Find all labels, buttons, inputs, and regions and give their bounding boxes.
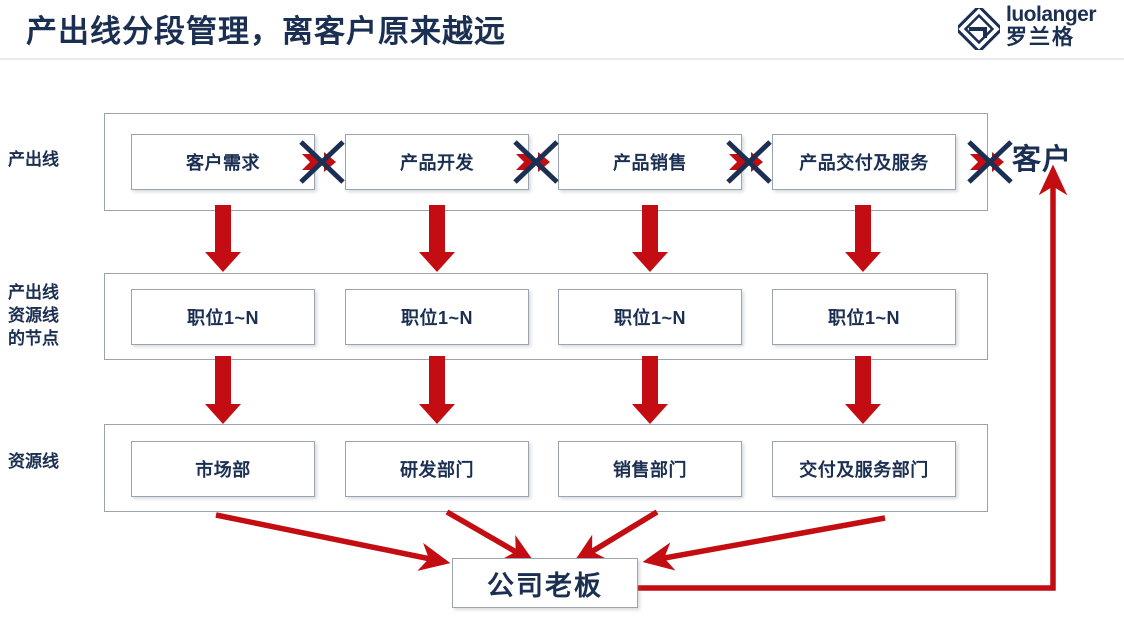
brand-logo-text: luolanger 罗兰格: [1006, 4, 1116, 50]
node-product-dev[interactable]: 产品开发: [345, 134, 529, 190]
cross-out-x-icon: [967, 140, 1013, 184]
row-label-line-2: 资源线: [8, 306, 59, 325]
row-label-output-resource-nodes: 产出线 资源线 的节点: [8, 281, 100, 350]
cross-out-x-icon: [299, 140, 345, 184]
node-company-boss[interactable]: 公司老板: [452, 558, 638, 608]
arrow-down-group-lower: [205, 356, 881, 424]
break-mark-1: [295, 136, 349, 188]
node-marketing-dept[interactable]: 市场部: [131, 441, 315, 497]
page-title: 产出线分段管理，离客户原来越远: [26, 14, 506, 49]
brand-logo: luolanger 罗兰格: [958, 2, 1114, 54]
node-position-3[interactable]: 职位1~N: [558, 289, 742, 345]
band-resource-line: 市场部 研发部门 销售部门 交付及服务部门: [104, 424, 988, 512]
cross-out-x-icon: [726, 140, 772, 184]
break-mark-4: [963, 136, 1017, 188]
break-mark-2: [509, 136, 563, 188]
node-customer-demand[interactable]: 客户需求: [131, 134, 315, 190]
row-label-output-line: 产出线: [8, 150, 59, 169]
node-rd-dept[interactable]: 研发部门: [345, 441, 529, 497]
arrow-down-group-upper: [205, 205, 881, 272]
node-position-4[interactable]: 职位1~N: [772, 289, 956, 345]
arrow-to-boss-3: [573, 509, 659, 563]
node-service-dept[interactable]: 交付及服务部门: [772, 441, 956, 497]
node-position-2[interactable]: 职位1~N: [345, 289, 529, 345]
cross-out-x-icon: [513, 140, 559, 184]
diamond-g-logo-icon: [958, 8, 1000, 50]
node-sales-dept[interactable]: 销售部门: [558, 441, 742, 497]
arrow-to-boss-2: [445, 509, 535, 563]
arrow-to-boss-group: [215, 509, 886, 571]
slide-header: 产出线分段管理，离客户原来越远 luolanger 罗兰格: [0, 0, 1124, 60]
node-product-sales[interactable]: 产品销售: [558, 134, 742, 190]
band-position-nodes: 职位1~N 职位1~N 职位1~N 职位1~N: [104, 273, 988, 360]
brand-name-cn: 罗兰格: [1006, 26, 1075, 49]
break-mark-3: [722, 136, 776, 188]
node-delivery-service[interactable]: 产品交付及服务: [772, 134, 956, 190]
row-label-line-1: 产出线: [8, 283, 59, 302]
arrow-to-boss-4: [642, 515, 886, 571]
arrow-boss-to-customer: [638, 164, 1068, 591]
brand-name-en: luolanger: [1006, 3, 1097, 26]
row-label-resource-line: 资源线: [8, 452, 59, 471]
row-label-line-3: 的节点: [8, 329, 59, 348]
label-customer: 客户: [1012, 144, 1073, 176]
node-position-1[interactable]: 职位1~N: [131, 289, 315, 345]
arrow-to-boss-1: [215, 512, 451, 571]
